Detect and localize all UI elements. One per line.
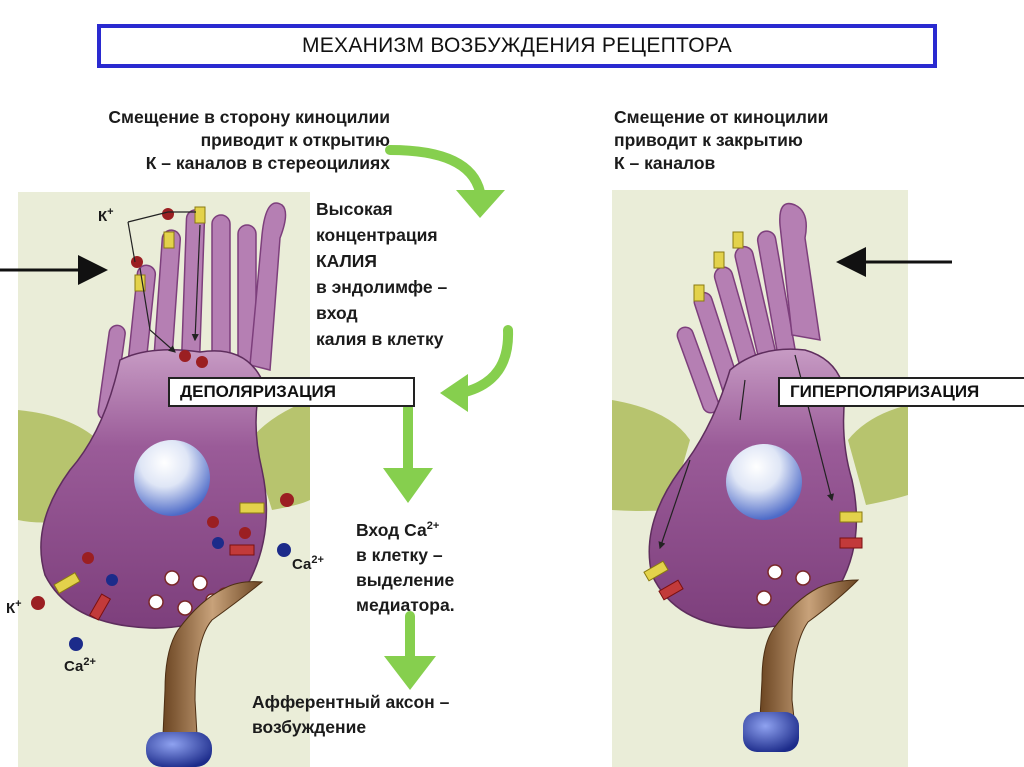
depolarization-label: ДЕПОЛЯРИЗАЦИЯ xyxy=(168,377,415,407)
calcium-line-2: в клетку – xyxy=(356,544,443,565)
axon-text: Афферентный аксон – возбуждение xyxy=(252,690,449,740)
basal-ions xyxy=(31,493,294,651)
axon-line-1: Афферентный аксон – xyxy=(252,692,450,712)
vesicles-right xyxy=(756,564,811,606)
potassium-line-1: Высокая xyxy=(316,199,393,219)
right-caption-line-1: Смещение от киноцилии xyxy=(614,107,829,127)
flow-arrows xyxy=(385,145,514,665)
nucleus-right xyxy=(726,444,802,520)
left-cell-illustration xyxy=(0,192,310,767)
right-caption: Смещение от киноцилии приводит к закрыти… xyxy=(614,106,828,175)
left-caption-line-3: К – каналов в стереоцилиях xyxy=(145,153,390,173)
hyperpolarization-text: ГИПЕРПОЛЯРИЗАЦИЯ xyxy=(790,382,980,401)
potassium-line-4: в эндолимфе – xyxy=(316,277,448,297)
stereocilia-bundle xyxy=(97,202,287,421)
support-cell-right-r xyxy=(848,405,908,505)
afferent-axon-left xyxy=(162,581,264,736)
k-ions-top xyxy=(131,208,208,368)
potassium-line-2: концентрация xyxy=(316,225,438,245)
left-caption: Смещение в сторону киноцилии приводит к … xyxy=(2,106,390,175)
axon-terminal-right xyxy=(743,712,799,752)
title-box: МЕХАНИЗМ ВОЗБУЖДЕНИЯ РЕЦЕПТОРА xyxy=(97,24,937,68)
left-caption-line-1: Смещение в сторону киноцилии xyxy=(108,107,390,127)
right-cell-illustration xyxy=(612,190,952,767)
page-title: МЕХАНИЗМ ВОЗБУЖДЕНИЯ РЕЦЕПТОРА xyxy=(301,34,733,57)
depolarization-text: ДЕПОЛЯРИЗАЦИЯ xyxy=(180,382,336,401)
stereocilia-bundle-right xyxy=(676,202,821,414)
left-caption-line-2: приводит к открытию xyxy=(200,130,390,150)
potassium-line-6: калия в клетку xyxy=(316,329,444,349)
k-entry-lines xyxy=(127,211,201,353)
hyperpolarization-label: ГИПЕРПОЛЯРИЗАЦИЯ xyxy=(778,377,1024,407)
right-caption-line-3: К – каналов xyxy=(614,153,716,173)
basal-channels xyxy=(53,502,265,621)
axon-terminal-left xyxy=(146,732,212,767)
calcium-line-3: выделение xyxy=(356,569,455,590)
flow-arrowheads xyxy=(383,190,505,690)
potassium-line-5: вход xyxy=(316,303,358,323)
potassium-line-3: КАЛИЯ xyxy=(316,251,377,271)
calcium-line-4: медиатора. xyxy=(356,594,455,615)
k-channels-open xyxy=(134,206,206,292)
k-ion-label-top: К+ xyxy=(98,206,114,225)
ca-ion-label-right: Са2+ xyxy=(292,554,324,573)
calcium-text: Вход Са2+ в клетку – выделение медиатора… xyxy=(356,514,455,618)
k-ion-label-bottom: К+ xyxy=(6,598,22,617)
afferent-axon-right xyxy=(759,579,860,719)
k-channels-closed xyxy=(643,231,863,601)
nucleus xyxy=(134,440,210,516)
axon-line-2: возбуждение xyxy=(252,717,367,737)
right-caption-line-2: приводит к закрытию xyxy=(614,130,803,150)
calcium-line-1: Вход Са2+ xyxy=(356,519,440,540)
potassium-text: Высокая концентрация КАЛИЯ в эндолимфе –… xyxy=(316,196,447,352)
ca-ion-label-bottom: Са2+ xyxy=(64,656,96,675)
